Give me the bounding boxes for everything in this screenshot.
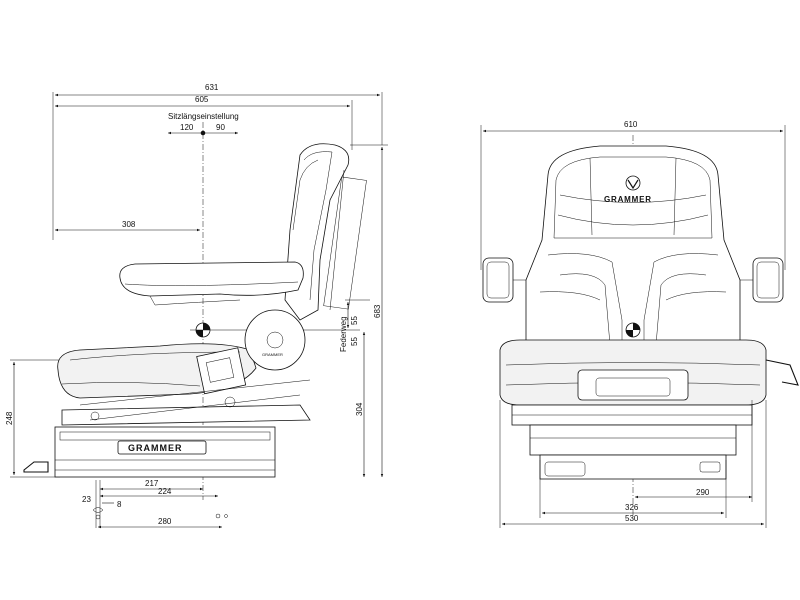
dim-217-label: 217 bbox=[145, 479, 159, 488]
dim-308-label: 308 bbox=[122, 220, 136, 229]
dim-55b-label: 55 bbox=[350, 316, 359, 325]
front-view: 610 GRAMMER bbox=[480, 120, 799, 528]
dim-224-label: 224 bbox=[158, 487, 172, 496]
dim-530: 530 bbox=[499, 400, 767, 528]
dim-683-label: 683 bbox=[373, 304, 382, 318]
dim-610: 610 bbox=[480, 120, 786, 270]
dim-spring-travel: Federweg 55 55 bbox=[339, 299, 370, 352]
dim-90-label: 90 bbox=[216, 123, 225, 132]
seat-front-drawing: GRAMMER bbox=[482, 145, 799, 480]
dim-290-label: 290 bbox=[696, 488, 710, 497]
seat-side-drawing: GRAMMER GRAMMER bbox=[23, 143, 367, 478]
dim-304: 304 bbox=[355, 332, 366, 477]
dim-8-label: 8 bbox=[117, 500, 122, 509]
spring-travel-label: Federweg bbox=[339, 316, 348, 352]
brand-logo-front: GRAMMER bbox=[604, 195, 652, 204]
dim-683: 683 bbox=[350, 144, 388, 477]
dim-290: 290 bbox=[635, 400, 753, 502]
dim-217: 217 bbox=[100, 479, 203, 491]
dim-605: 605 bbox=[55, 95, 353, 150]
dim-23-label: 23 bbox=[82, 495, 91, 504]
dim-304-label: 304 bbox=[355, 402, 364, 416]
brand-logo-side: GRAMMER bbox=[128, 443, 183, 453]
dim-248: 248 bbox=[5, 359, 60, 478]
h-point-symbol bbox=[190, 322, 360, 338]
dim-280-label: 280 bbox=[158, 517, 172, 526]
dim-seat-slide: Sitzlängseinstellung 120 90 bbox=[168, 112, 239, 500]
dim-120-label: 120 bbox=[180, 123, 194, 132]
small-brand-logo: GRAMMER bbox=[262, 352, 283, 357]
dim-326: 326 bbox=[539, 460, 727, 518]
dim-280: 280 bbox=[98, 513, 228, 529]
seat-slide-label: Sitzlängseinstellung bbox=[168, 112, 239, 121]
dim-23: 23 8 bbox=[82, 480, 122, 528]
dim-248-label: 248 bbox=[5, 411, 14, 425]
dim-224: 224 bbox=[100, 487, 218, 498]
dim-530-label: 530 bbox=[625, 514, 639, 523]
side-view: 631 605 Sitzlängseinstellung 120 90 308 bbox=[5, 83, 388, 529]
dim-308: 308 bbox=[55, 220, 200, 232]
dim-631: 631 bbox=[52, 83, 383, 240]
dim-55a-label: 55 bbox=[350, 337, 359, 346]
dim-605-label: 605 bbox=[195, 95, 209, 104]
dim-631-label: 631 bbox=[205, 83, 219, 92]
dim-326-label: 326 bbox=[625, 503, 639, 512]
dim-610-label: 610 bbox=[624, 120, 638, 129]
